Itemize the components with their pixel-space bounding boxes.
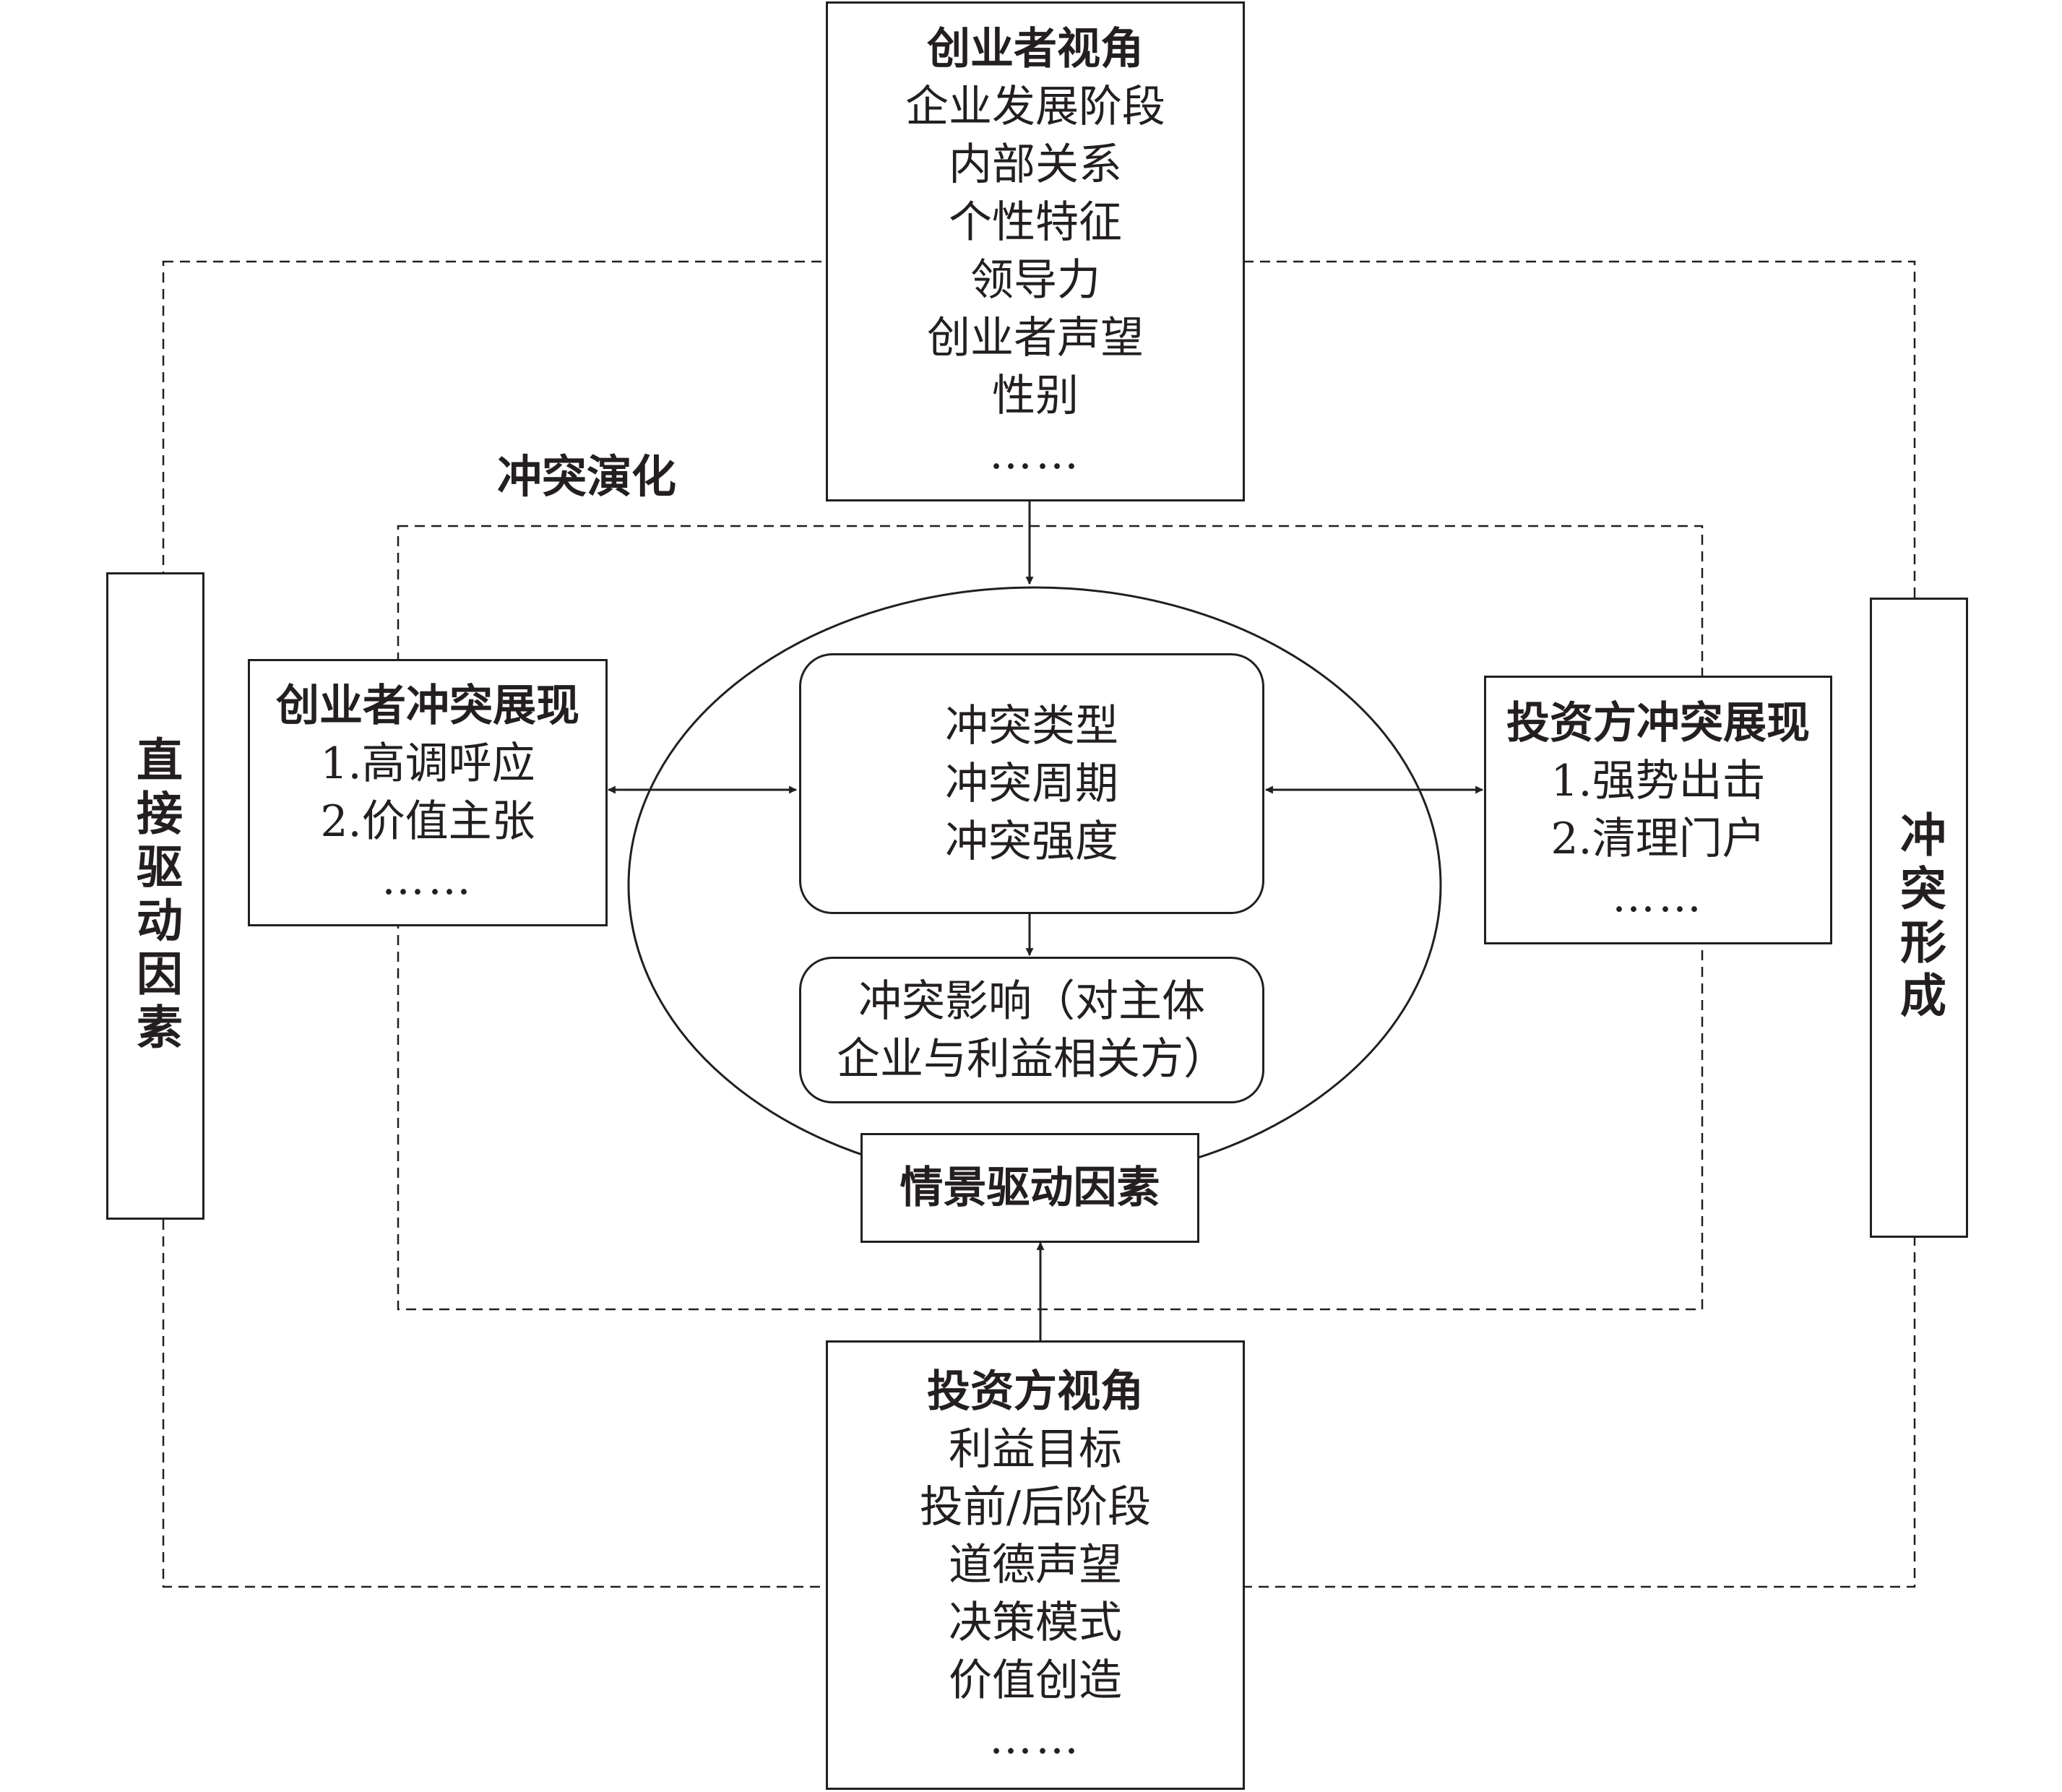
founder-conflict-item: 1.高调呼应: [320, 738, 535, 789]
investor-factor: 价值创造: [949, 1655, 1122, 1706]
founder-conflict-ellipsis: ……: [381, 854, 474, 905]
investor-conflict-ellipsis: ……: [1612, 871, 1704, 922]
conflict-impact-box: 冲突影响（对主体 企业与利益相关方）: [799, 957, 1264, 1103]
founder-factor: 性别: [992, 371, 1079, 421]
investor-perspective-box: 投资方视角 利益目标 投前/后阶段 道德声望 决策模式 价值创造 ……: [826, 1340, 1245, 1790]
investor-conflict-item: 2.清理门户: [1550, 814, 1766, 864]
investor-factor: 决策模式: [949, 1598, 1122, 1648]
founder-conflict-title: 创业者冲突展现: [276, 681, 579, 731]
direct-drivers-label: 直接驱动因素: [129, 736, 183, 1056]
conflict-formation-box: 冲突形成: [1870, 598, 1968, 1238]
founder-factor: 创业者声望: [927, 313, 1144, 363]
situational-drivers-label: 情景驱动因素: [900, 1163, 1160, 1213]
founder-perspective-box: 创业者视角 企业发展阶段 内部关系 个性特征 领导力 创业者声望 性别 ……: [826, 1, 1245, 501]
conflict-evolution-label: 冲突演化: [497, 450, 677, 503]
conflict-impact-line-1: 冲突影响（对主体: [858, 975, 1205, 1027]
direct-drivers-box: 直接驱动因素: [106, 572, 204, 1220]
founder-conflict-item: 2.价值主张: [320, 796, 535, 847]
investor-factor: 投前/后阶段: [919, 1482, 1152, 1533]
investor-conflict-box: 投资方冲突展现 1.强势出击 2.清理门户 ……: [1484, 676, 1832, 944]
founder-factor: 内部关系: [949, 139, 1122, 190]
conflict-core-box: 冲突类型 冲突周期 冲突强度: [799, 653, 1264, 914]
conflict-intensity: 冲突强度: [945, 816, 1118, 867]
conflict-formation-label: 冲突形成: [1892, 811, 1946, 1025]
founder-factor: 企业发展阶段: [905, 82, 1165, 132]
founder-factor-ellipsis: ……: [989, 428, 1082, 479]
investor-factor: 利益目标: [949, 1424, 1122, 1475]
investor-conflict-title: 投资方冲突展现: [1506, 698, 1810, 749]
conflict-cycle: 冲突周期: [945, 758, 1118, 809]
conflict-impact-line-2: 企业与利益相关方）: [837, 1033, 1227, 1085]
investor-factor: 道德声望: [949, 1540, 1122, 1590]
investor-factor-ellipsis: ……: [989, 1713, 1082, 1764]
founder-factor: 个性特征: [949, 197, 1122, 248]
conflict-type: 冲突类型: [945, 700, 1118, 751]
founder-factor: 领导力: [970, 255, 1100, 306]
situational-drivers-box: 情景驱动因素: [860, 1133, 1199, 1243]
founder-conflict-box: 创业者冲突展现 1.高调呼应 2.价值主张 ……: [248, 659, 608, 926]
investor-conflict-item: 1.强势出击: [1550, 756, 1766, 806]
founder-perspective-title: 创业者视角: [927, 24, 1144, 74]
investor-perspective-title: 投资方视角: [927, 1366, 1144, 1417]
